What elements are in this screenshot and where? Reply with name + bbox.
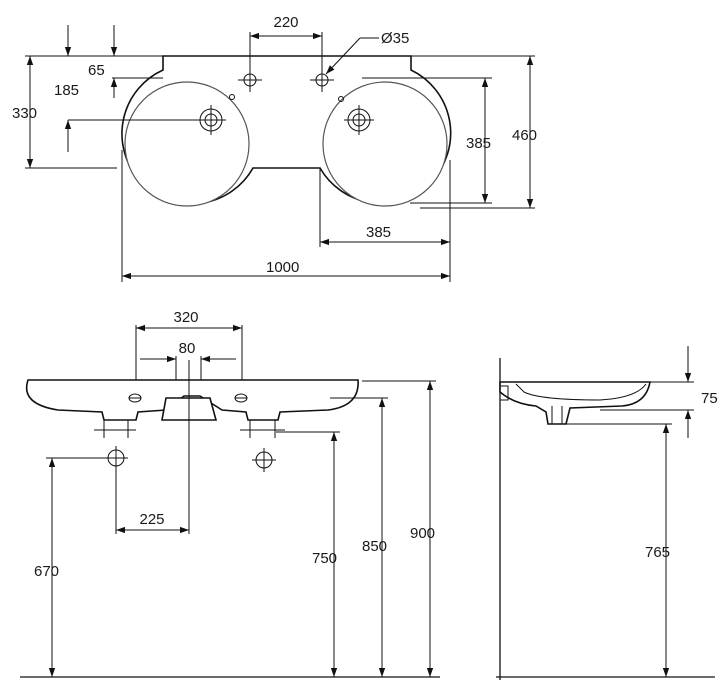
side-waste <box>551 406 563 424</box>
right-tap-hole <box>310 32 334 92</box>
left-overflow <box>229 94 235 100</box>
left-bowl-inner <box>124 81 250 207</box>
right-waste <box>240 420 285 438</box>
front-right-overflow <box>234 393 248 403</box>
side-bracket <box>500 385 509 401</box>
dim-1000: 1000 <box>266 259 299 276</box>
dim-750: 750 <box>312 550 337 567</box>
front-basin-body <box>25 379 359 421</box>
dim-diameter-35: Ø35 <box>381 30 409 47</box>
left-tap-hole <box>238 32 262 92</box>
dim-385-depth: 385 <box>466 135 491 152</box>
front-left-overflow <box>128 393 142 403</box>
left-waste <box>94 420 136 438</box>
dim-460: 460 <box>512 127 537 144</box>
dim-900: 900 <box>410 525 435 542</box>
dim-320: 320 <box>173 309 198 326</box>
plan-view: 220 Ø35 185 65 330 385 460 <box>12 14 537 282</box>
right-bowl-inner <box>322 81 448 207</box>
dim-80: 80 <box>179 340 196 357</box>
dim-670: 670 <box>34 563 59 580</box>
side-basin-profile <box>499 381 651 425</box>
dim-220: 220 <box>273 14 298 31</box>
left-outlet <box>104 446 128 534</box>
dim-765: 765 <box>645 544 670 561</box>
dim-330: 330 <box>12 105 37 122</box>
front-view: 320 80 225 670 750 850 900 <box>20 309 440 678</box>
right-drain <box>344 105 374 135</box>
dim-850: 850 <box>362 538 387 555</box>
dim-185: 185 <box>54 82 79 99</box>
side-view: 75 765 <box>496 346 718 680</box>
right-outlet <box>252 448 276 472</box>
right-overflow <box>338 96 344 102</box>
dim-75: 75 <box>701 390 718 407</box>
dim-385-width: 385 <box>366 224 391 241</box>
dim-225: 225 <box>139 511 164 528</box>
dim-65: 65 <box>88 62 105 79</box>
side-basin-inner <box>515 383 647 401</box>
